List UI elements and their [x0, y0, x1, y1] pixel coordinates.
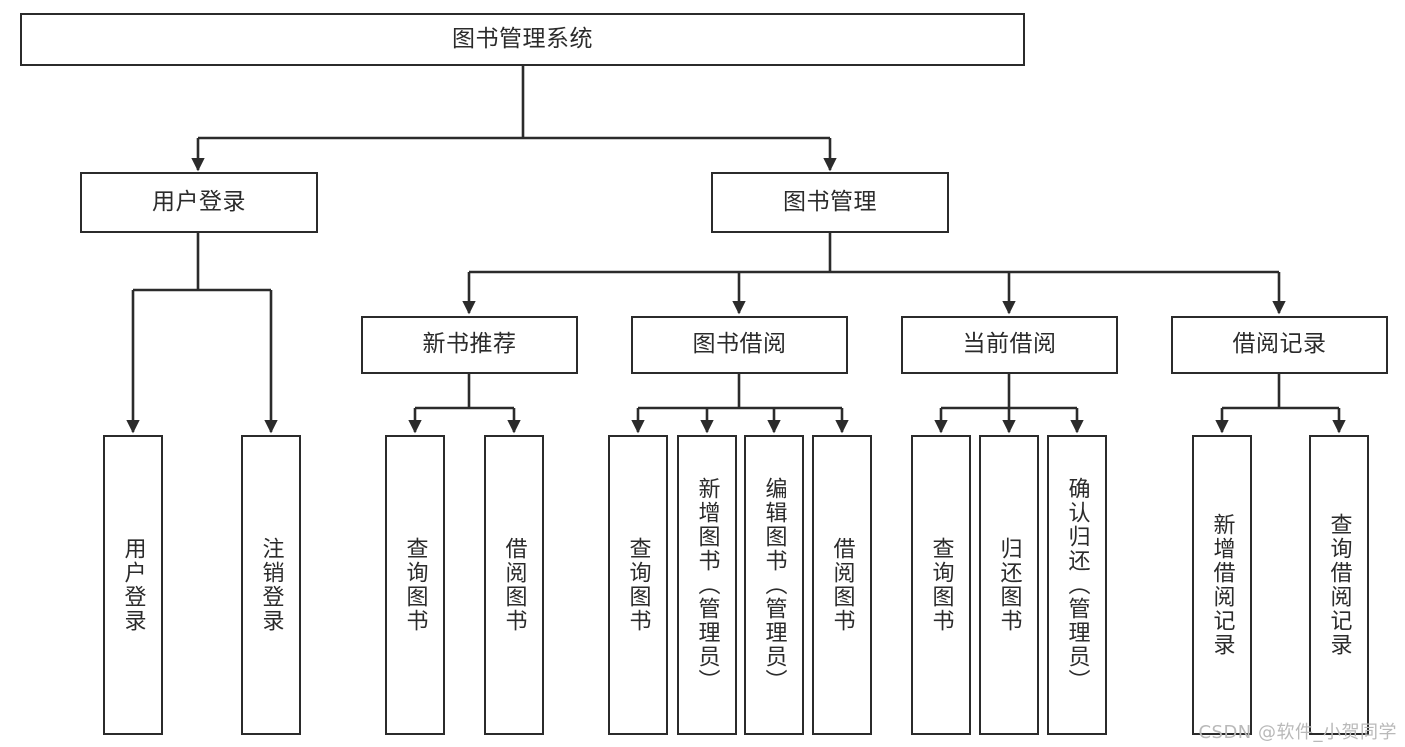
node-leaf-user-login-label: 用户登录	[120, 537, 146, 633]
node-root-label: 图书管理系统	[452, 25, 593, 52]
node-leaf-borrow-book-1[interactable]: 借阅图书	[484, 435, 544, 735]
watermark-text: CSDN @软件_小贺同学	[1198, 722, 1397, 743]
node-leaf-add-record[interactable]: 新增借阅记录	[1192, 435, 1252, 735]
node-leaf-query-record-label: 查询借阅记录	[1326, 513, 1352, 657]
node-leaf-query-book-3[interactable]: 查询图书	[911, 435, 971, 735]
node-user-login[interactable]: 用户登录	[80, 172, 318, 233]
node-leaf-add-book[interactable]: 新增图书（管理员）	[677, 435, 737, 735]
node-leaf-query-book-3-label: 查询图书	[928, 537, 954, 633]
node-root[interactable]: 图书管理系统	[20, 13, 1025, 66]
node-borrow-record-label: 借阅记录	[1232, 331, 1327, 358]
node-leaf-logout-login-label: 注销登录	[258, 537, 284, 633]
node-leaf-query-book-2-label: 查询图书	[625, 537, 651, 633]
node-leaf-borrow-book-2[interactable]: 借阅图书	[812, 435, 872, 735]
node-leaf-query-book-2[interactable]: 查询图书	[608, 435, 668, 735]
node-leaf-query-book-1-label: 查询图书	[402, 537, 428, 633]
node-book-manage[interactable]: 图书管理	[711, 172, 949, 233]
node-borrow-record[interactable]: 借阅记录	[1171, 316, 1388, 374]
node-new-book-rec-label: 新书推荐	[422, 331, 517, 358]
node-leaf-add-book-label: 新增图书（管理员）	[694, 477, 720, 693]
node-book-borrow-label: 图书借阅	[692, 331, 787, 358]
node-leaf-return-book[interactable]: 归还图书	[979, 435, 1039, 735]
node-leaf-user-login[interactable]: 用户登录	[103, 435, 163, 735]
node-leaf-query-record[interactable]: 查询借阅记录	[1309, 435, 1369, 735]
node-leaf-borrow-book-2-label: 借阅图书	[829, 537, 855, 633]
node-current-borrow[interactable]: 当前借阅	[901, 316, 1118, 374]
node-leaf-logout-login[interactable]: 注销登录	[241, 435, 301, 735]
node-leaf-confirm-return[interactable]: 确认归还（管理员）	[1047, 435, 1107, 735]
node-leaf-edit-book[interactable]: 编辑图书（管理员）	[744, 435, 804, 735]
node-leaf-query-book-1[interactable]: 查询图书	[385, 435, 445, 735]
node-leaf-add-record-label: 新增借阅记录	[1209, 513, 1235, 657]
node-book-borrow[interactable]: 图书借阅	[631, 316, 848, 374]
node-leaf-edit-book-label: 编辑图书（管理员）	[761, 477, 787, 693]
node-current-borrow-label: 当前借阅	[962, 331, 1057, 358]
node-leaf-return-book-label: 归还图书	[996, 537, 1022, 633]
node-new-book-rec[interactable]: 新书推荐	[361, 316, 578, 374]
node-book-manage-label: 图书管理	[783, 188, 877, 215]
node-user-login-label: 用户登录	[152, 188, 246, 215]
node-leaf-confirm-return-label: 确认归还（管理员）	[1064, 477, 1090, 693]
node-leaf-borrow-book-1-label: 借阅图书	[501, 537, 527, 633]
